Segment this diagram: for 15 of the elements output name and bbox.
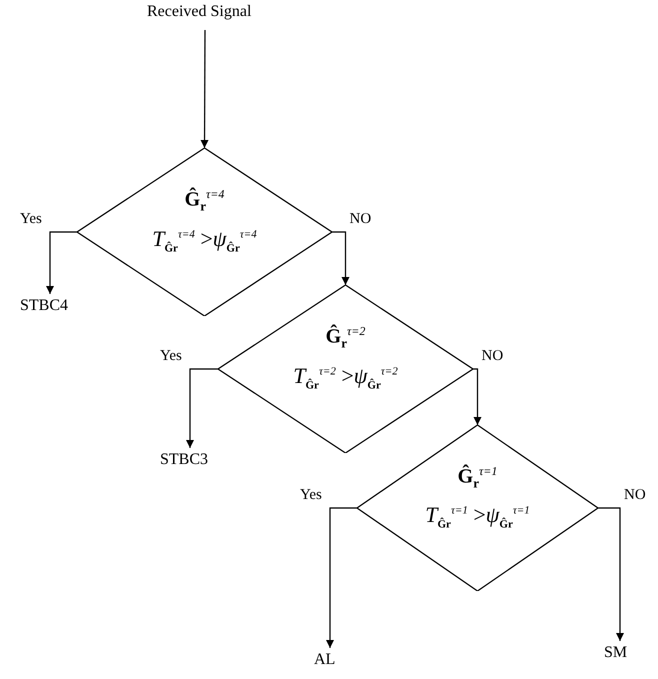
arrow — [46, 231, 77, 294]
input-label: Received Signal — [147, 4, 252, 20]
outcome-label: STBC4 — [20, 298, 68, 314]
outcome-label: SM — [604, 645, 628, 661]
arrow — [332, 231, 350, 285]
arrow — [326, 507, 357, 648]
outcome-label: AL — [314, 652, 336, 668]
decision-diamond — [77, 148, 332, 316]
outcome-label: STBC3 — [160, 452, 208, 468]
arrow — [186, 368, 218, 448]
decision-diamond — [357, 425, 598, 591]
decision-diamond — [218, 285, 473, 453]
arrow — [598, 507, 624, 641]
arrow — [200, 30, 209, 148]
arrow — [473, 368, 482, 425]
